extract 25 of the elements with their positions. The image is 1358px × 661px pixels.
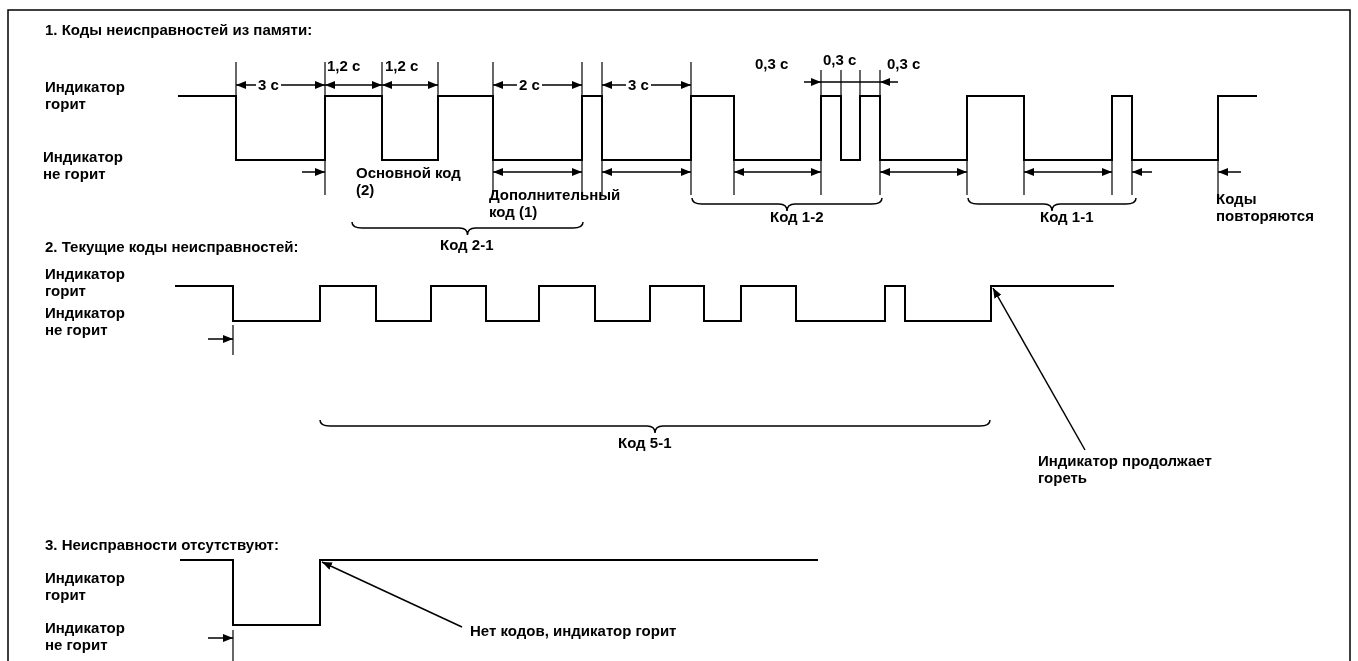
callout-text: Нет кодов, индикатор горит [470, 622, 730, 639]
label: Индикатор не горит [45, 619, 126, 653]
leader-line [992, 287, 1086, 451]
label: Индикатор горит [45, 265, 126, 299]
label: Дополнительный код (1) [489, 186, 622, 220]
label: Индикатор горит [45, 78, 126, 112]
label: Основной код (2) [356, 164, 462, 198]
label: 1,2 с [327, 57, 361, 74]
label: Код 1-1 [1040, 208, 1094, 225]
label: Код 2-1 [440, 236, 494, 253]
leader-line [321, 561, 463, 628]
label: Код 1-2 [770, 208, 824, 225]
label: 0,3 с [887, 55, 921, 72]
section-heading: 2. Текущие коды неисправностей: [45, 238, 299, 255]
label: 0,3 с [755, 55, 789, 72]
section-heading: 1. Коды неисправностей из памяти: [45, 21, 313, 38]
label: Коды повторяются [1216, 190, 1315, 224]
label: Код 5-1 [618, 434, 672, 451]
label: 0,3 с [823, 51, 857, 68]
callout-text: Индикатор продолжает гореть [1038, 452, 1238, 486]
section-heading: 3. Неисправности отсутствуют: [45, 536, 279, 553]
label: 1,2 с [385, 57, 419, 74]
label: Индикатор горит [45, 569, 126, 603]
label: Индикатор не горит [45, 304, 126, 338]
label: Индикатор не горит [43, 148, 124, 182]
